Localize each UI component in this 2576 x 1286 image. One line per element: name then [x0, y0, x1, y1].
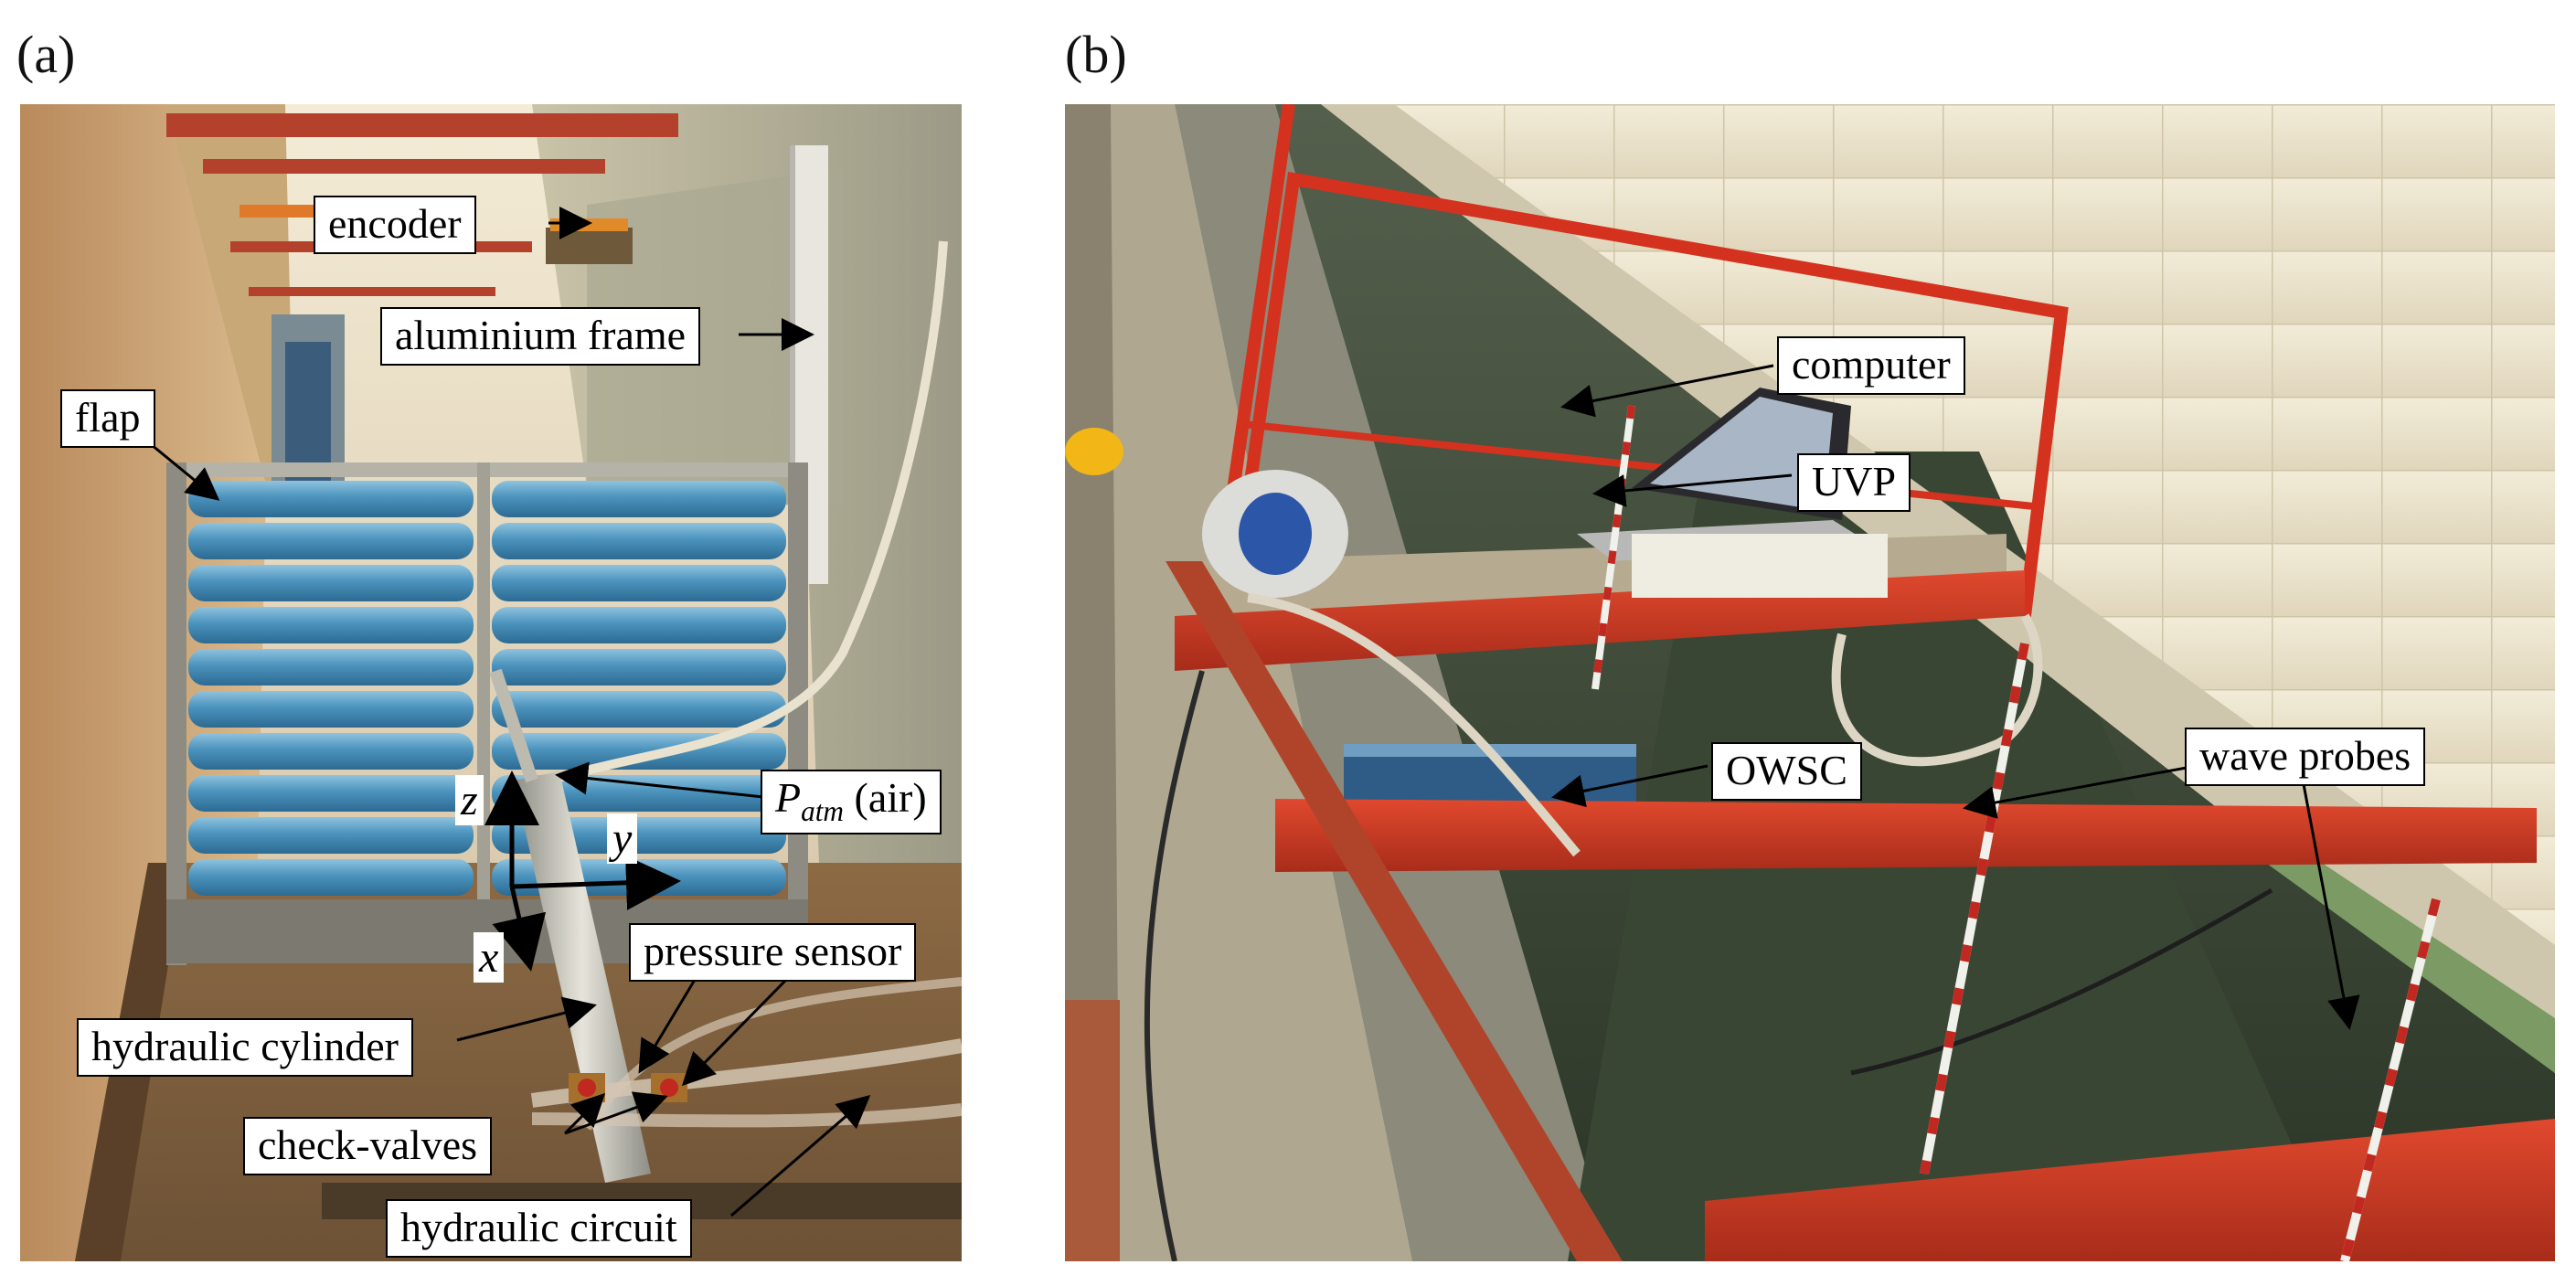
- label-patm-rest: (air): [844, 774, 927, 821]
- label-aluminium-frame: aluminium frame: [380, 307, 701, 366]
- label-encoder: encoder: [314, 196, 476, 254]
- label-pressure-sensor: pressure sensor: [629, 923, 917, 982]
- photo-a-flap-model: [20, 104, 962, 1261]
- label-hydraulic-cylinder: hydraulic cylinder: [77, 1018, 413, 1077]
- label-hydraulic-circuit: hydraulic circuit: [386, 1199, 692, 1258]
- axis-label-z: z: [455, 775, 484, 825]
- label-check-valves: check-valves: [243, 1117, 493, 1175]
- panel-letter-b: (b): [1065, 25, 1127, 84]
- label-patm-symbol: P: [775, 774, 802, 821]
- label-patm-subscript: atm: [801, 795, 845, 828]
- label-patm: Patm (air): [761, 770, 942, 835]
- label-owsc: OWSC: [1711, 742, 1862, 801]
- label-wave-probes: wave probes: [2185, 728, 2426, 786]
- label-uvp: UVP: [1797, 453, 1911, 512]
- label-computer: computer: [1777, 336, 1965, 395]
- axis-label-y: y: [607, 813, 638, 864]
- axis-label-x: x: [474, 932, 505, 983]
- label-flap: flap: [60, 389, 155, 448]
- photo-b-wave-tank: [1065, 104, 2555, 1261]
- panel-letter-a: (a): [16, 25, 76, 84]
